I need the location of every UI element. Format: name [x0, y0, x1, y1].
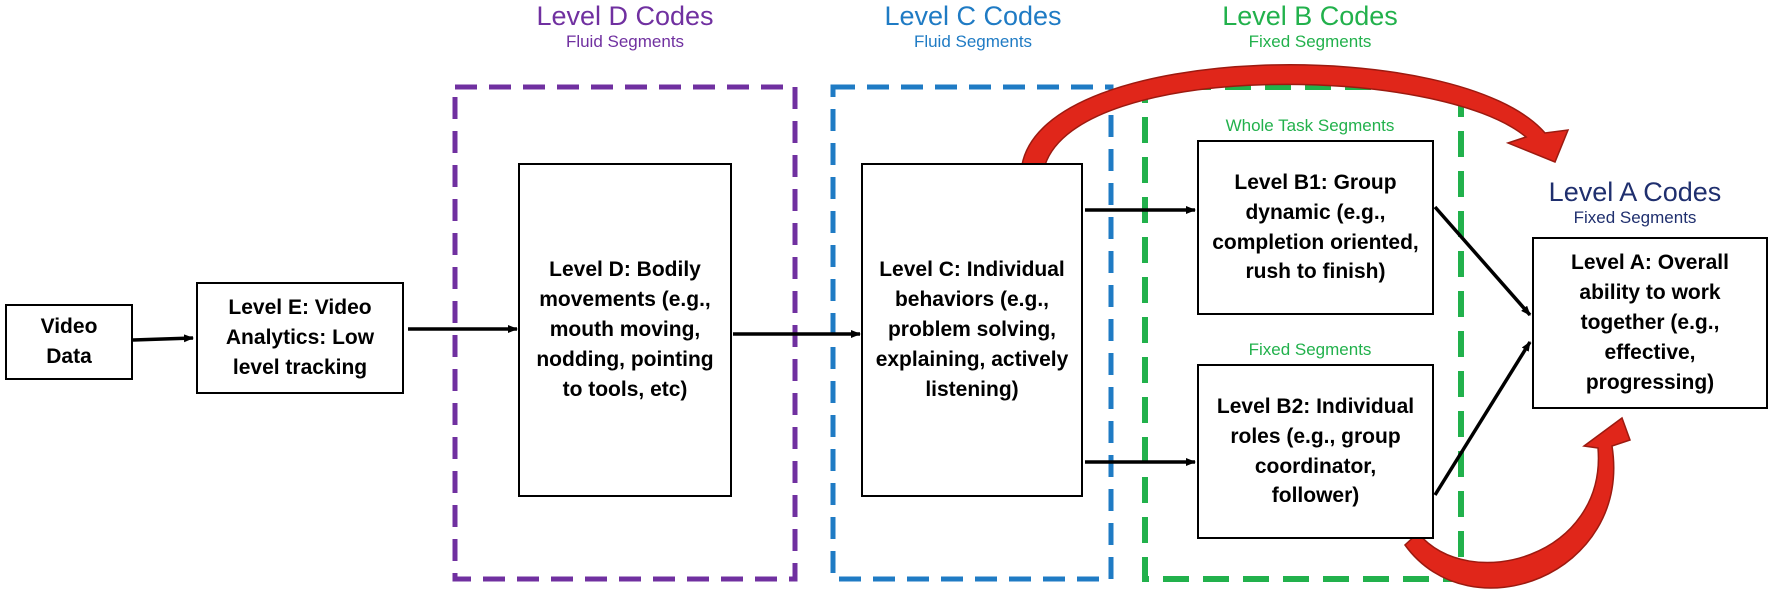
- level-a-box: Level A: Overall ability to work togethe…: [1532, 237, 1768, 409]
- level-b-subtitle: Fixed Segments: [1248, 31, 1372, 51]
- level-d-title: Level D Codes: [536, 1, 714, 31]
- level-c-box: Level C: Individual behaviors (e.g., pro…: [861, 163, 1083, 497]
- level-c-subtitle: Fluid Segments: [913, 31, 1033, 51]
- level-d-box: Level D: Bodily movements (e.g., mouth m…: [518, 163, 732, 497]
- level-b1-box: Level B1: Group dynamic (e.g., completio…: [1197, 140, 1434, 315]
- level-d-header: Level D Codes Fluid Segments: [470, 1, 780, 52]
- curved-arrow-c-to-a: [1021, 64, 1570, 166]
- arrow-b2-to-a: [1433, 341, 1532, 496]
- level-c-title: Level C Codes: [884, 1, 1062, 31]
- level-c-header: Level C Codes Fluid Segments: [818, 1, 1128, 52]
- level-a-header: Level A Codes Fixed Segments: [1500, 177, 1770, 228]
- level-e-box: Level E: Video Analytics: Low level trac…: [196, 282, 404, 394]
- level-b2-box: Level B2: Individual roles (e.g., group …: [1197, 364, 1434, 539]
- level-b-title: Level B Codes: [1222, 1, 1398, 31]
- level-b-header: Level B Codes Fixed Segments: [1155, 1, 1465, 52]
- curved-arrow-b2-to-a: [1404, 416, 1631, 589]
- arrow-b1-to-a: [1433, 205, 1532, 317]
- level-a-title: Level A Codes: [1548, 177, 1722, 207]
- fixed-segments-label: Fixed Segments: [1248, 340, 1372, 359]
- whole-task-segments-label: Whole Task Segments: [1225, 116, 1395, 135]
- level-a-subtitle: Fixed Segments: [1573, 207, 1697, 227]
- video-data-box: Video Data: [5, 304, 133, 380]
- arrow-video-to-e: [132, 334, 194, 343]
- level-b-region-frame: [1142, 84, 1464, 582]
- level-d-subtitle: Fluid Segments: [565, 31, 685, 51]
